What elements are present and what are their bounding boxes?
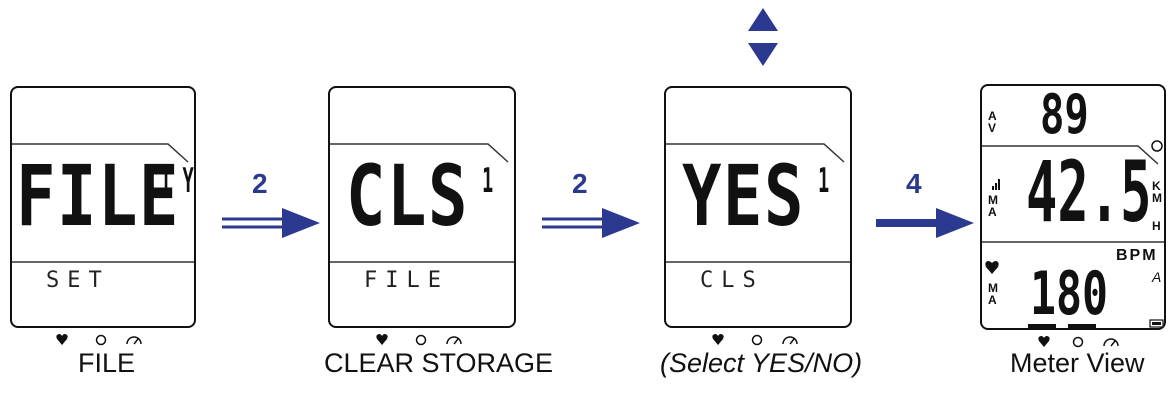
label-bpm: BPM <box>1116 247 1158 264</box>
double-arrow-icon <box>222 208 320 238</box>
lcd-main-value: 42.5 <box>1026 143 1152 241</box>
caption-meter-view: Meter View <box>1010 348 1145 378</box>
label-km: K M <box>1152 179 1162 205</box>
caption-select-yes-no: (Select YES/NO) <box>660 348 863 378</box>
lcd-top-value: 89 <box>1040 84 1089 146</box>
lcd-frame-lines <box>330 143 514 263</box>
speedometer-icon <box>446 336 462 345</box>
lcd-side-text: 1 <box>818 161 830 201</box>
lcd-sub-text: CLS <box>700 268 764 293</box>
double-arrow-icon <box>542 208 640 238</box>
down-arrow-icon <box>748 43 778 66</box>
speedometer-icon <box>1103 338 1119 347</box>
device-icons-row <box>712 334 798 346</box>
speed-sensor-icon <box>415 334 427 346</box>
lcd-sub-text: SET <box>46 268 110 293</box>
step-label-2: 2 <box>572 168 588 199</box>
speed-sensor-icon <box>751 334 763 346</box>
device-icons-row <box>1038 336 1119 348</box>
label-h: H <box>1152 219 1161 233</box>
heart-icon <box>985 261 999 274</box>
lcd-screen-clear-storage: CLS 1 FILE <box>328 86 516 328</box>
speedometer-icon <box>782 336 798 345</box>
heart-icon <box>712 334 724 345</box>
lcd-main-text: CLS <box>346 147 470 245</box>
single-arrow-icon <box>876 208 974 238</box>
caption-file: FILE <box>78 348 136 378</box>
label-ma-upper: M A <box>988 193 998 219</box>
speed-sensor-icon <box>1151 140 1163 152</box>
heart-icon <box>376 334 388 345</box>
caption-clear-storage: CLEAR STORAGE <box>324 348 554 378</box>
lcd-main-text: YES <box>682 147 806 245</box>
device-icons-row <box>376 334 462 346</box>
device-icons-row <box>56 334 142 346</box>
lcd-screen-meter-view: A V 89 M A 42.5 K M H BPM A M A 180 <box>980 84 1166 330</box>
label-av: A V <box>988 109 997 135</box>
lcd-side-text: 1 <box>482 161 494 201</box>
heart-icon <box>1038 336 1050 347</box>
speed-sensor-icon <box>1072 336 1084 348</box>
step-label-4: 4 <box>906 168 922 199</box>
lcd-frame-lines <box>666 143 850 263</box>
lcd-bottom-value: 180 <box>1030 259 1109 329</box>
lcd-screen-file: FILE 1 Y SET <box>10 86 196 328</box>
step-label-1: 2 <box>252 168 268 199</box>
lcd-side-text: 1 Y <box>160 161 194 201</box>
speed-sensor-icon <box>95 334 107 346</box>
lcd-frame-lines <box>12 143 194 263</box>
lcd-sub-text: FILE <box>364 268 449 293</box>
lcd-frame-lines <box>982 140 1164 328</box>
up-arrow-icon <box>748 8 778 31</box>
speedometer-icon <box>126 336 142 345</box>
battery-icon <box>1149 319 1164 328</box>
lcd-main-text: FILE <box>16 147 181 245</box>
up-down-selector-icon <box>748 8 778 66</box>
lcd-screen-select-yes-no: YES 1 CLS <box>664 86 852 328</box>
label-ma-lower: M A <box>988 281 998 307</box>
heart-icon <box>56 334 68 345</box>
label-auto: A <box>1152 269 1162 285</box>
